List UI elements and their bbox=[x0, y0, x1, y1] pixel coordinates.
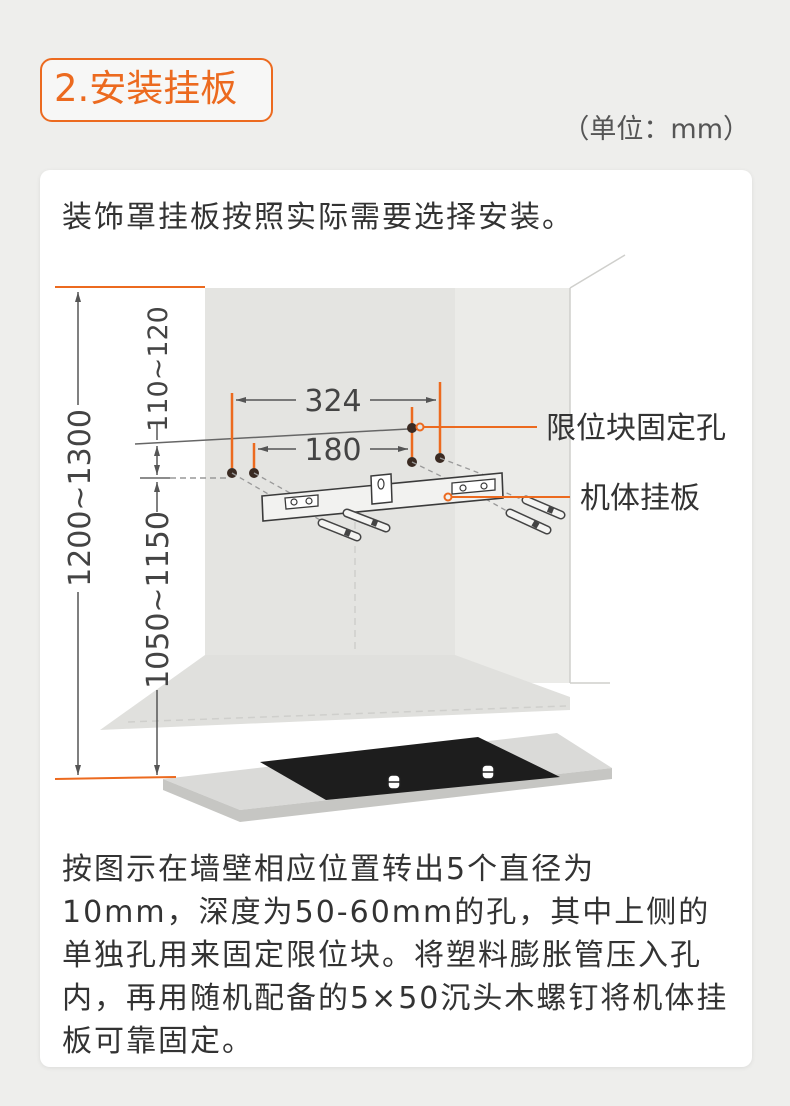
instruction-line: 单独孔用来固定限位块。将塑料膨胀管压入孔 bbox=[62, 938, 702, 973]
cooktop bbox=[260, 737, 560, 800]
installation-diagram: 1200~1300 110~120 1050~1150 324 180 bbox=[54, 254, 726, 822]
callout-body-plate-label: 机体挂板 bbox=[580, 481, 700, 516]
plate-slot-left bbox=[284, 494, 319, 510]
instruction-line: 按图示在墙壁相应位置转出5个直径为 bbox=[62, 852, 596, 887]
callout-stopper-hole-label: 限位块固定孔 bbox=[546, 411, 726, 446]
instruction-line: 板可靠固定。 bbox=[62, 1024, 254, 1059]
step-title: 2.安装挂板 bbox=[54, 67, 238, 110]
screw-icon bbox=[342, 508, 391, 533]
callout-body-plate: 机体挂板 bbox=[443, 481, 700, 516]
mounting-plate bbox=[261, 472, 504, 522]
instruction-line: 10mm，深度为50-60mm的孔，其中上侧的 bbox=[62, 895, 711, 930]
cooktop-knob bbox=[481, 764, 495, 780]
wall-corner-lines bbox=[569, 254, 626, 684]
total-height-label: 1200~1300 bbox=[63, 409, 98, 587]
intro-text: 装饰罩挂板按照实际需要选择安装。 bbox=[62, 200, 574, 235]
stopper-drill-hole bbox=[407, 423, 417, 433]
bottom-reference-line bbox=[54, 776, 177, 780]
upper-hole-reference-line bbox=[134, 428, 409, 445]
callout-stopper-hole: 限位块固定孔 bbox=[415, 411, 726, 446]
plate-slot-screw bbox=[480, 482, 488, 490]
instruction-line: 内，再用随机配备的5×50沉头木螺钉将机体挂 bbox=[62, 981, 729, 1016]
upper-offset-label: 110~120 bbox=[143, 306, 174, 432]
wall-and-hood bbox=[100, 254, 626, 730]
plate-slot-screw bbox=[290, 498, 298, 506]
inner-span-label: 180 bbox=[304, 433, 361, 468]
step-title-box: 2.安装挂板 bbox=[40, 58, 273, 122]
callout-dot bbox=[415, 422, 425, 432]
stopper-bracket-hole bbox=[377, 478, 385, 490]
vertical-dimensions bbox=[75, 292, 160, 775]
reference-lines bbox=[54, 286, 409, 780]
screw-icon bbox=[521, 495, 566, 520]
hood-chimney bbox=[205, 288, 455, 656]
unit-note: （单位：mm） bbox=[562, 114, 750, 145]
screw-icon bbox=[505, 508, 552, 535]
callout-dot bbox=[443, 492, 453, 502]
instruction-paragraph: 按图示在墙壁相应位置转出5个直径为 10mm，深度为50-60mm的孔，其中上侧… bbox=[62, 848, 728, 1063]
lower-height-label: 1050~1150 bbox=[141, 511, 176, 689]
plate-slot-screw bbox=[459, 484, 467, 492]
canopy-edge-dashed bbox=[127, 705, 567, 723]
screws bbox=[317, 495, 566, 542]
hood-canopy bbox=[100, 655, 570, 730]
screw-icon bbox=[317, 518, 362, 542]
instruction-card: 装饰罩挂板按照实际需要选择安装。 bbox=[40, 170, 752, 1067]
cooktop-knob bbox=[387, 774, 401, 790]
plate-slot-screw bbox=[305, 497, 313, 505]
countertop-group bbox=[163, 733, 612, 822]
horizontal-dimensions bbox=[236, 397, 436, 452]
outer-span-label: 324 bbox=[304, 384, 361, 419]
